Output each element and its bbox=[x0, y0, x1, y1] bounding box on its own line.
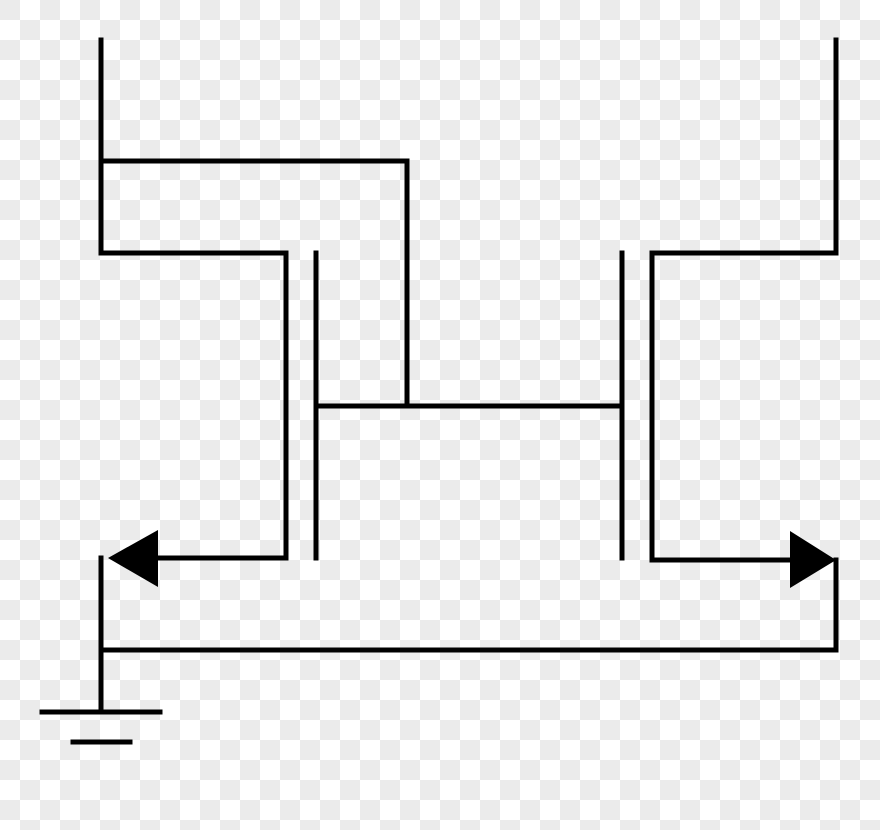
return-wire bbox=[98, 557, 839, 653]
right-top-wire bbox=[649, 37, 839, 563]
right-arrow-icon bbox=[790, 531, 836, 588]
gate-wire bbox=[98, 158, 410, 409]
left-arrow-icon bbox=[108, 530, 158, 587]
left-top-wire bbox=[98, 37, 289, 561]
